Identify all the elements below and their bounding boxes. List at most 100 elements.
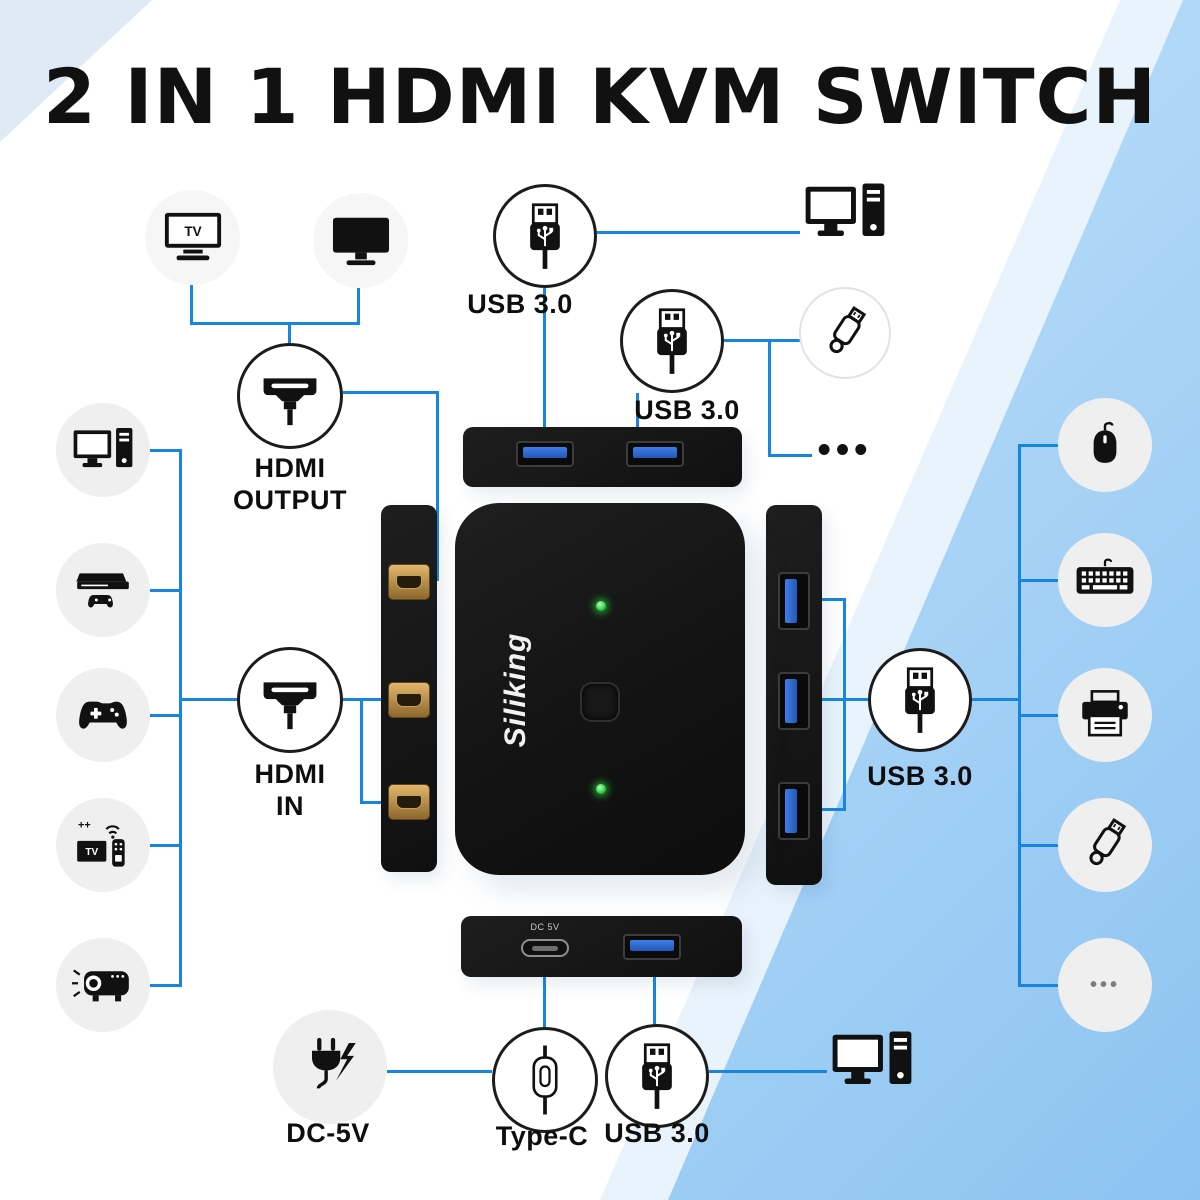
- usb-plug-icon: [520, 201, 570, 271]
- usb3-connector-circle: [868, 648, 972, 752]
- printer-icon: [1082, 690, 1128, 737]
- gamepad-circle: [56, 668, 150, 762]
- connector-line: [724, 339, 800, 342]
- connector-line: [360, 698, 363, 804]
- usb-tongue: [630, 940, 674, 951]
- more-peripherals-icon: •••: [1089, 973, 1120, 996]
- desktop-pc-circle: [56, 403, 150, 497]
- page-title: 2 IN 1 HDMI KVM SWITCH: [43, 52, 1157, 141]
- hdmi-in-circle: [237, 647, 343, 753]
- connector-line: [768, 454, 812, 457]
- mouse-circle: [1058, 398, 1152, 492]
- tv-circle: TV: [145, 190, 240, 285]
- usb3-connector-circle: [620, 289, 724, 393]
- usb-tongue: [633, 447, 677, 458]
- connector-line: [843, 598, 846, 811]
- usb3-label: USB 3.0: [634, 395, 740, 425]
- connector-line: [653, 977, 656, 1025]
- monitor-circle: [313, 193, 408, 288]
- hdmi-port: [388, 682, 430, 718]
- usb-tongue: [523, 447, 567, 458]
- connector-line: [768, 339, 771, 456]
- connector-line: [810, 598, 845, 601]
- hdmi-in-label-line2: IN: [276, 791, 304, 821]
- usb3-label: USB 3.0: [604, 1118, 710, 1148]
- usb-port: [778, 572, 810, 630]
- typec-pin: [532, 945, 558, 951]
- hdmi-slot: [396, 693, 422, 707]
- usb3-connector-circle: [493, 184, 597, 288]
- typec-port: [521, 939, 569, 957]
- flash-drive-circle: [1058, 798, 1152, 892]
- kvm-right-view: [766, 505, 822, 885]
- usb3-label: USB 3.0: [467, 289, 573, 319]
- connector-line: [360, 801, 390, 804]
- connector-line: [1020, 444, 1060, 447]
- connector-line: [810, 808, 845, 811]
- usb-plug-icon: [895, 665, 945, 735]
- connector-line: [150, 714, 181, 717]
- typec-connector-circle: [492, 1027, 598, 1133]
- kvm-left-view: [381, 505, 437, 872]
- connector-line: [543, 977, 546, 1029]
- hdmi-output-label: HDMI OUTPUT: [190, 452, 390, 516]
- dc-port-label: DC 5V: [530, 922, 560, 932]
- connector-line: [1020, 579, 1060, 582]
- tv-icon: TV: [164, 212, 221, 260]
- desktop-pc-icon: [72, 423, 134, 477]
- hdmi-slot: [396, 575, 422, 589]
- dc-power-label: DC-5V: [286, 1118, 370, 1148]
- connector-line: [179, 449, 182, 987]
- monitor-icon: [330, 212, 392, 270]
- tv-box-circle: ++ TV: [56, 798, 150, 892]
- usb3-label: USB 3.0: [867, 761, 973, 791]
- usb-port: [623, 934, 681, 960]
- usb-tongue: [785, 789, 797, 833]
- usb-port: [626, 441, 684, 467]
- desktop-pc-icon: [830, 1026, 914, 1110]
- dc-power-circle: [273, 1010, 387, 1124]
- printer-circle: [1058, 668, 1152, 762]
- connector-line: [1020, 844, 1060, 847]
- connector-line: [150, 449, 181, 452]
- hdmi-plug-icon: [253, 668, 327, 732]
- connector-line: [436, 391, 439, 581]
- tv-box-icon: ++ TV: [77, 819, 125, 867]
- connector-line: [190, 285, 193, 325]
- svg-text:TV: TV: [85, 847, 98, 858]
- usb-plug-icon: [632, 1041, 682, 1111]
- usb3-connector-circle: [605, 1024, 709, 1128]
- svg-text:TV: TV: [184, 224, 201, 239]
- connector-line: [343, 698, 389, 701]
- usb-tongue: [785, 579, 797, 623]
- more-devices-icon: •••: [817, 429, 873, 471]
- connector-line: [357, 288, 360, 325]
- kvm-bottom-view: [461, 916, 742, 977]
- connector-line: [597, 231, 800, 234]
- brand-logo: Siliking: [499, 632, 532, 748]
- hdmi-slot: [396, 795, 422, 809]
- usb-plug-icon: [647, 306, 697, 376]
- game-console-icon: [76, 573, 129, 608]
- keyboard-icon: [1076, 558, 1134, 594]
- connector-line: [150, 984, 181, 987]
- hdmi-output-circle: [237, 343, 343, 449]
- hdmi-port: [388, 784, 430, 820]
- connector-line: [343, 391, 439, 394]
- connector-line: [972, 698, 1018, 701]
- status-led: [596, 601, 606, 611]
- connector-line: [709, 1070, 827, 1073]
- connector-line: [288, 325, 291, 345]
- projector-icon: [72, 969, 129, 1002]
- mouse-icon: [1093, 421, 1117, 463]
- gamepad-icon: [79, 701, 127, 729]
- connector-line: [1018, 444, 1021, 987]
- keyboard-circle: [1058, 533, 1152, 627]
- usb-port: [778, 782, 810, 840]
- connector-line: [1020, 984, 1060, 987]
- status-led: [596, 784, 606, 794]
- connector-line: [190, 322, 360, 325]
- typec-cable-icon: [532, 1045, 558, 1115]
- svg-text:++: ++: [78, 819, 91, 831]
- connector-line: [543, 288, 546, 428]
